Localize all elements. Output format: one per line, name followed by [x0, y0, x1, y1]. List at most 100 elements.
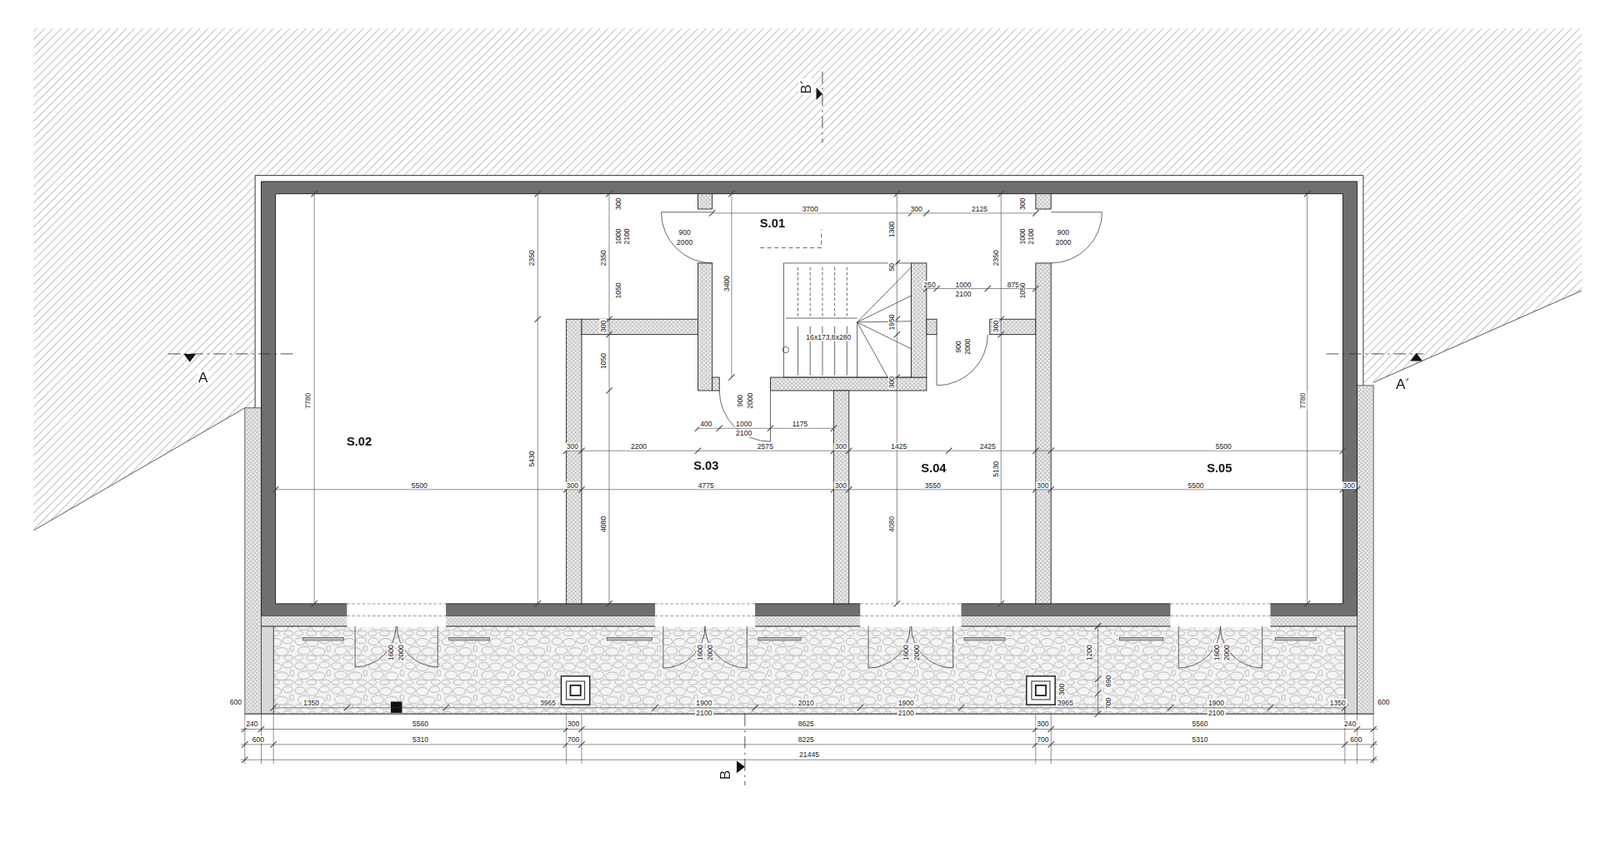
dimension-label: 300 — [1019, 197, 1027, 212]
room-label: S.05 — [1206, 462, 1232, 476]
dimension-tick — [535, 600, 541, 607]
dimension-label: 50 — [888, 262, 896, 273]
door-swing — [868, 626, 954, 669]
dimension-tick — [998, 600, 1005, 607]
insulation-strip — [1357, 385, 1375, 715]
sill-bar — [758, 637, 801, 641]
dimension-label: 3965 — [539, 699, 558, 707]
room-label: S.03 — [693, 460, 719, 475]
dimension-tick — [894, 600, 900, 607]
stair-symbol — [798, 267, 848, 317]
dimension-label: 300 — [1035, 720, 1050, 729]
dimension-label: 300 — [566, 720, 581, 729]
drain-symbol — [1026, 676, 1055, 705]
dimension-label: 1350 — [302, 699, 321, 707]
dimension-tick — [605, 600, 612, 607]
dimension-label: 16x173,8x280 — [805, 334, 852, 342]
dimension-tick — [1095, 623, 1101, 630]
dimension-tick — [272, 486, 279, 493]
dimension-label: 2000 — [1223, 644, 1231, 663]
dimension-label: 5560 — [411, 720, 430, 729]
dimension-tick — [1095, 690, 1101, 697]
dimension-tick — [830, 425, 837, 432]
dimension-label: 2200 — [630, 443, 649, 451]
drain-symbol — [570, 685, 580, 696]
dimension-tick — [605, 331, 612, 338]
sill-bar — [1119, 637, 1164, 641]
dimension-label: 250 — [922, 280, 937, 289]
outer-wall — [346, 603, 446, 628]
dimension-tick — [695, 448, 701, 455]
dimension-label: 2000 — [1054, 239, 1073, 247]
terrace-paving — [1345, 626, 1358, 715]
dimension-tick — [1095, 676, 1101, 683]
dimension-label: 1950 — [888, 313, 896, 332]
inner-wall — [1035, 194, 1051, 210]
inner-wall — [926, 319, 937, 335]
dimension-label: 5310 — [1190, 735, 1210, 744]
dimension-label: 700 — [1035, 735, 1050, 744]
terrace-paving — [260, 626, 274, 715]
dimension-label: 300 — [615, 197, 623, 212]
dimension-line — [1000, 194, 1002, 605]
dimension-tick — [1167, 705, 1174, 711]
door-swing — [663, 626, 747, 669]
dimension-label: 8625 — [797, 720, 816, 729]
sill-bar — [607, 637, 653, 641]
dimension-label: 5560 — [1190, 720, 1210, 729]
dimension-label: 600 — [250, 735, 265, 744]
dimension-label: 300 — [909, 205, 924, 214]
insulation-strip — [245, 385, 1374, 715]
dimension-label: 1000 — [954, 280, 973, 289]
drain-symbol — [566, 681, 585, 700]
dimension-tick — [1032, 285, 1039, 292]
door-swing — [355, 212, 1263, 669]
dimension-label: 400 — [699, 420, 714, 429]
dimension-label: 5130 — [992, 460, 1000, 480]
sill-bar — [303, 637, 345, 641]
dimension-label: 1175 — [791, 420, 810, 429]
sill-bar — [449, 637, 490, 641]
outer-wall — [1170, 603, 1270, 628]
inner-wall — [770, 377, 926, 391]
dimension-label: 2100 — [1207, 710, 1226, 718]
dimension-tick — [751, 705, 758, 711]
section-arrow — [736, 760, 745, 774]
dimension-line — [566, 450, 1344, 452]
section-line — [821, 71, 823, 144]
dimension-tick — [1304, 600, 1310, 607]
section-arrow — [183, 87, 1423, 774]
dimension-line — [1306, 194, 1308, 605]
dimension-line — [240, 190, 1378, 765]
dimension-label: 7780 — [305, 391, 313, 410]
dimension-label: 1900 — [897, 699, 916, 707]
dimension-line — [240, 729, 1378, 730]
section-mark: B´ — [799, 78, 814, 95]
dimension-label: 2125 — [970, 205, 990, 214]
dimension-label: 2425 — [979, 443, 998, 451]
room-area: S.01 — [756, 215, 789, 234]
room-area: S.04 — [918, 460, 950, 479]
dimension-label: 2575 — [756, 443, 775, 451]
dimension-label: 700 — [566, 735, 581, 744]
terrace-paving — [245, 714, 1374, 715]
dimension-tick — [716, 425, 723, 432]
dimension-label: 300 — [565, 443, 580, 451]
dimension-label: 21445 — [798, 751, 820, 760]
dimension-label: 600 — [228, 698, 243, 706]
door-swing — [1178, 626, 1262, 669]
dimension-label: 600 — [1349, 735, 1364, 744]
outer-wall — [260, 181, 1357, 628]
dimension-label: 1900 — [1207, 699, 1226, 707]
inner-wall — [566, 319, 582, 605]
drain-symbol — [1035, 685, 1046, 696]
extension-line — [580, 714, 582, 765]
extension-line — [1373, 714, 1375, 765]
door-swing — [355, 626, 438, 668]
dimension-tick — [310, 190, 317, 197]
dimension-label: 1050 — [615, 281, 623, 300]
outer-wall — [346, 604, 1270, 617]
extension-line — [1050, 714, 1052, 765]
dimension-label: 300 — [1341, 482, 1356, 490]
section-arrow — [816, 87, 823, 100]
